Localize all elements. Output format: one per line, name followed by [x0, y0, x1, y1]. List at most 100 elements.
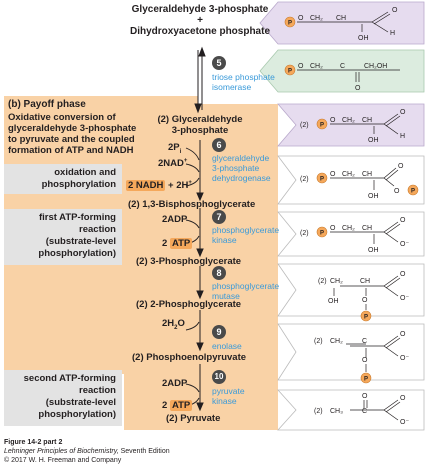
svg-text:O: O: [298, 63, 304, 70]
payoff-desc-3: to pyruvate and the coupled: [8, 134, 135, 145]
svg-text:O: O: [362, 357, 368, 364]
svg-text:O⁻: O⁻: [400, 419, 409, 426]
svg-text:O: O: [400, 271, 406, 278]
svg-text:CH₃: CH₃: [330, 408, 343, 415]
step-6-enzyme-2: 3-phosphate: [212, 163, 260, 173]
step-8-badge: 8: [212, 266, 226, 280]
step-10-enzyme-1: pyruvate: [212, 386, 245, 396]
step-5-badge: 5: [212, 56, 226, 70]
struct-panel-top-g3p: [259, 1, 425, 45]
caption-book: Lehninger Principles of Biochemistry, Se…: [4, 448, 170, 455]
phosphate-icon: [360, 372, 372, 384]
svg-text:P: P: [320, 177, 324, 183]
svg-text:CH: CH: [362, 117, 372, 124]
second-atp-label-4: phosphorylation): [38, 409, 116, 420]
svg-text:CH₂: CH₂: [342, 117, 355, 124]
first-atp-label-3: (substrate-level: [45, 236, 116, 247]
svg-text:P: P: [288, 69, 292, 75]
pathway-atp-1: 2 ATP: [162, 238, 193, 249]
svg-text:(2): (2): [314, 338, 323, 345]
second-atp-box: [4, 370, 122, 426]
pathway-bpg: (2) 1,3-Bisphosphoglycerate: [128, 199, 256, 210]
svg-text:CH₂: CH₂: [342, 225, 355, 232]
first-atp-label-1: first ATP-forming: [38, 212, 116, 223]
svg-text:C: C: [340, 63, 345, 70]
phosphate-icon: [360, 310, 372, 322]
svg-text:O: O: [362, 393, 368, 400]
figure-caption: Figure 14-2 part 2 Lehninger Principles …: [4, 438, 170, 465]
svg-text:CH₂: CH₂: [310, 63, 323, 70]
pathway-nadh: 2 NADH + 2H+: [126, 180, 192, 192]
svg-text:OH: OH: [368, 247, 379, 254]
pathway-adp-1: 2ADP: [162, 214, 188, 225]
first-atp-box: [4, 209, 122, 265]
svg-text:CH₂OH: CH₂OH: [364, 63, 387, 70]
step-10-badge: 10: [212, 370, 226, 384]
svg-text:CH: CH: [362, 171, 372, 178]
pathway-g3p-2: 3-phosphate: [171, 125, 229, 136]
caption-title: Figure 14-2 part 2: [4, 439, 63, 446]
oxidation-box: [4, 164, 122, 194]
svg-text:(2): (2): [300, 176, 309, 183]
svg-text:CH: CH: [360, 278, 370, 285]
svg-text:O: O: [330, 117, 336, 124]
second-atp-label-3: (substrate-level: [45, 397, 116, 408]
step-8-enzyme-2: mutase: [212, 291, 240, 301]
pathway-nad: 2NAD+: [158, 158, 188, 170]
step-9-badge: 9: [212, 325, 226, 339]
svg-text:O: O: [362, 297, 368, 304]
svg-text:C: C: [362, 408, 367, 415]
pathway-pi: 2Pi: [168, 142, 182, 155]
struct-panel-pep: [277, 323, 425, 381]
svg-text:P: P: [364, 377, 368, 383]
svg-text:O: O: [398, 163, 404, 170]
svg-text:(2): (2): [300, 230, 309, 237]
svg-text:C: C: [362, 338, 367, 345]
svg-text:CH₂: CH₂: [310, 15, 323, 22]
svg-text:O: O: [394, 188, 400, 195]
step-6-badge: 6: [212, 138, 226, 152]
svg-text:O⁻: O⁻: [400, 355, 409, 362]
pathway-atp-2: 2 ATP: [162, 400, 193, 411]
top-g3p-label: Glyceraldehyde 3-phosphate: [131, 4, 269, 15]
svg-text:O: O: [400, 217, 406, 224]
svg-text:O⁻: O⁻: [400, 295, 409, 302]
pathway-pep: (2) Phosphoenolpyruvate: [132, 352, 247, 363]
svg-text:OH: OH: [368, 193, 379, 200]
step-10-enzyme-2: kinase: [212, 396, 237, 406]
pathway-2pg: (2) 2-Phosphoglycerate: [136, 299, 242, 310]
svg-text:O: O: [400, 395, 406, 402]
svg-text:P: P: [288, 21, 292, 27]
svg-text:OH: OH: [328, 298, 339, 305]
pathway-adp-2: 2ADP: [162, 378, 188, 389]
svg-text:CH: CH: [336, 15, 346, 22]
svg-text:CH₂: CH₂: [342, 171, 355, 178]
pathway-3pg: (2) 3-Phosphoglycerate: [136, 256, 242, 267]
svg-text:CH₂: CH₂: [330, 278, 343, 285]
phosphate-icon: [284, 64, 296, 76]
step-6-enzyme-1: glyceraldehyde: [212, 153, 270, 163]
svg-text:O⁻: O⁻: [400, 241, 409, 248]
svg-text:O: O: [330, 171, 336, 178]
svg-text:O: O: [330, 225, 336, 232]
svg-text:O: O: [400, 109, 406, 116]
oxidation-label-2: phosphorylation: [41, 179, 116, 190]
svg-text:P: P: [320, 231, 324, 237]
pathway-pyruvate: (2) Pyruvate: [166, 413, 221, 424]
step-6-enzyme-3: dehydrogenase: [212, 173, 271, 183]
step-7-badge: 7: [212, 210, 226, 224]
top-dhap-label: Dihydroxyacetone phosphate: [129, 26, 271, 37]
svg-text:O: O: [355, 85, 361, 92]
svg-text:H: H: [400, 133, 405, 140]
svg-text:CH: CH: [362, 225, 372, 232]
oxidation-label-1: oxidation and: [54, 167, 116, 178]
svg-text:O: O: [392, 7, 398, 14]
step-9-enzyme-1: enolase: [212, 341, 242, 351]
svg-text:(2): (2): [318, 278, 327, 285]
phosphate-icon: [316, 172, 328, 184]
first-atp-label-2: reaction: [79, 224, 116, 235]
struct-panel-3pg: [277, 211, 425, 257]
svg-text:CH₂: CH₂: [330, 338, 343, 345]
top-plus: +: [197, 15, 203, 26]
